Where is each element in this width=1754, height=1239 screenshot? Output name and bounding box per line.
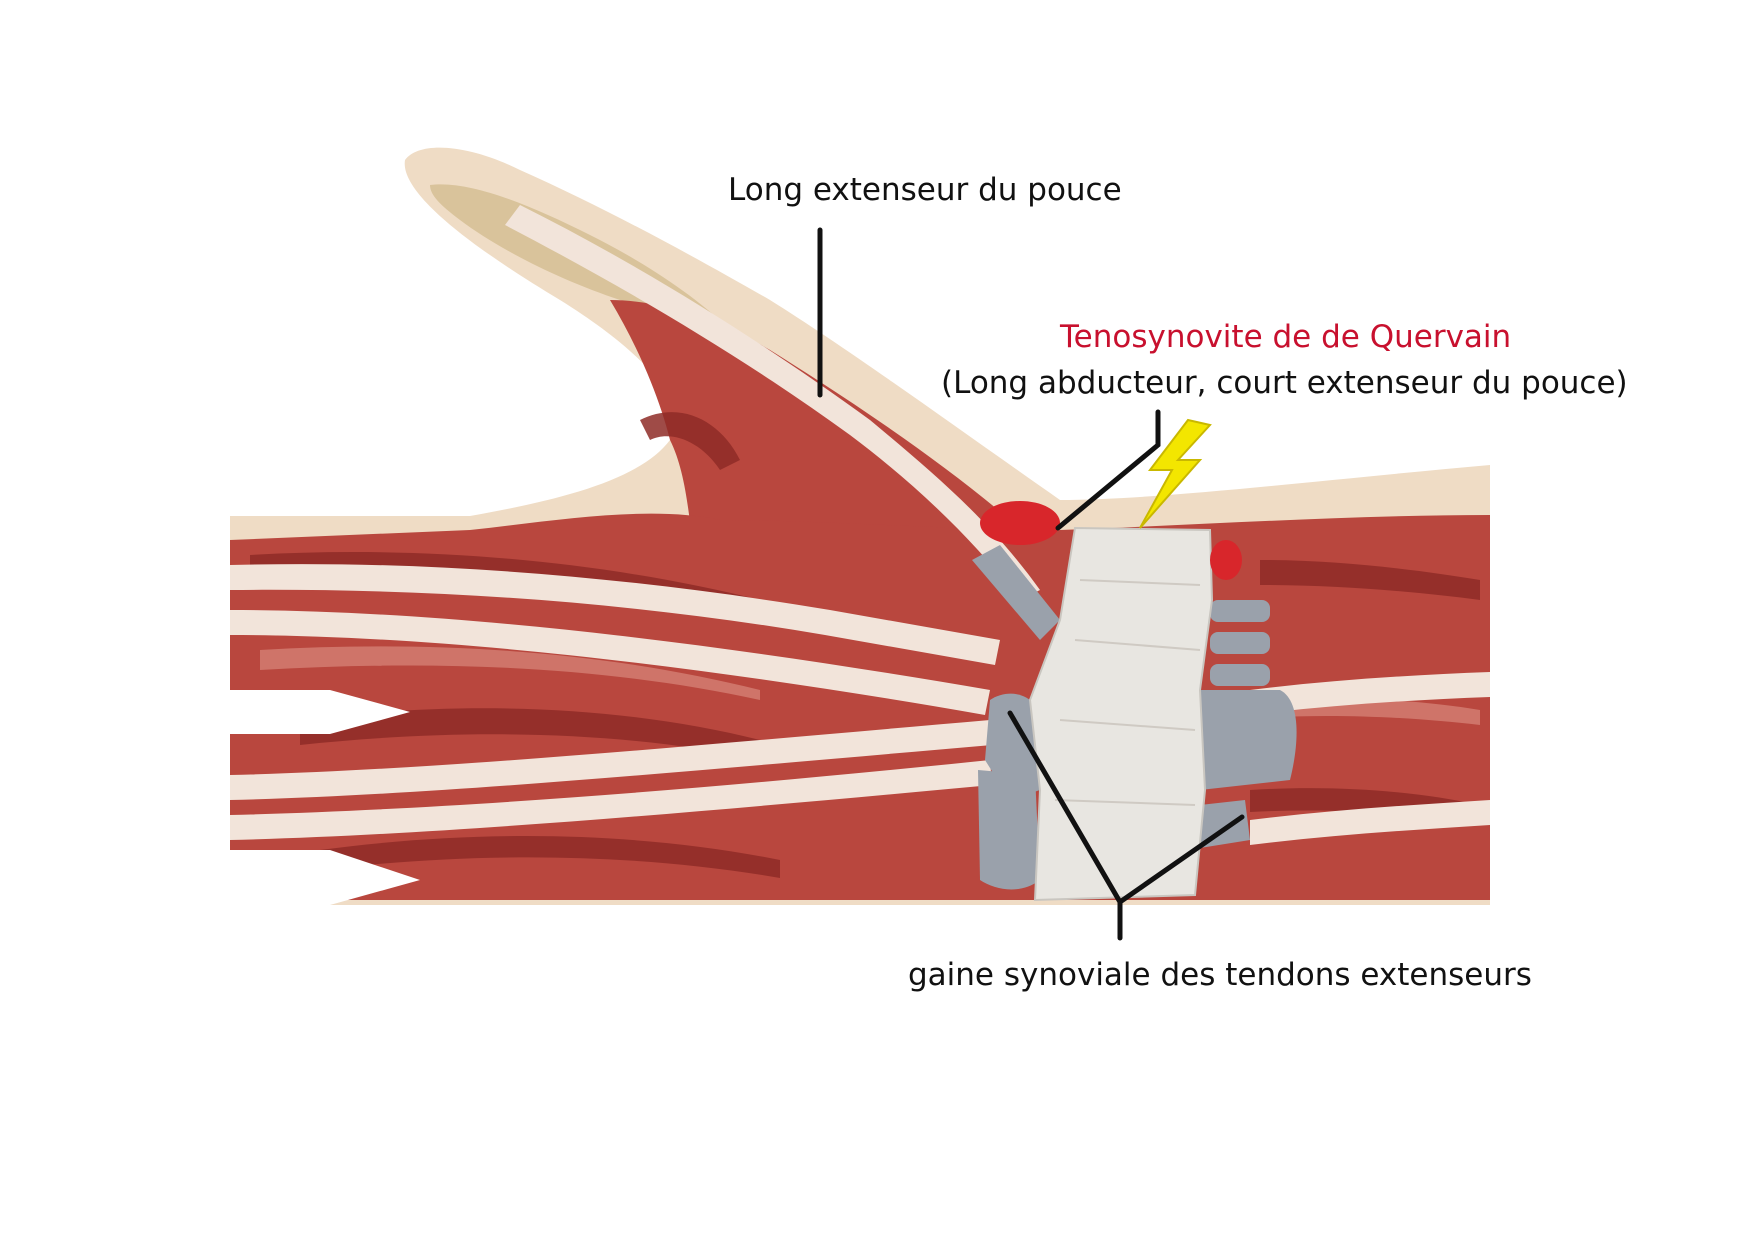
tendon-4 xyxy=(230,760,992,840)
label-long-extenseur: Long extenseur du pouce xyxy=(728,172,1122,208)
sheath-right-upper xyxy=(1200,690,1297,790)
tendon-2 xyxy=(230,610,990,715)
sheath-r2 xyxy=(1210,632,1270,654)
inflammation-site xyxy=(980,501,1060,545)
tendon-3 xyxy=(230,720,992,800)
leader-gaine-right xyxy=(1117,814,1245,905)
retinaculum-fibers xyxy=(1054,579,1201,806)
inflammation-site-2 xyxy=(1210,540,1242,580)
lightning-icon xyxy=(1139,418,1212,529)
synovial-sheaths xyxy=(972,545,1297,890)
leader-quervain xyxy=(1055,409,1161,531)
sheath-r3 xyxy=(1210,664,1270,686)
sheath-left-lower xyxy=(978,770,1040,890)
label-gaine-synoviale: gaine synoviale des tendons extenseurs xyxy=(908,957,1532,993)
finger-gaps xyxy=(230,690,420,905)
sheath-r1 xyxy=(1210,600,1270,622)
extensor-retinaculum xyxy=(1028,526,1214,902)
leader-gaine-left xyxy=(1007,710,1123,905)
label-quervain-title: Tenosynovite de de Quervain xyxy=(1060,319,1512,355)
tendons xyxy=(230,205,1490,845)
tendon-1 xyxy=(230,564,1000,665)
tendon-long-extensor xyxy=(505,205,1040,600)
label-quervain-subtitle: (Long abducteur, court extenseur du pouc… xyxy=(937,362,1632,404)
leader-lines xyxy=(817,227,1245,941)
tendon-5 xyxy=(1250,672,1490,715)
sheath-quervain xyxy=(972,545,1060,640)
tendon-6 xyxy=(1250,800,1490,845)
